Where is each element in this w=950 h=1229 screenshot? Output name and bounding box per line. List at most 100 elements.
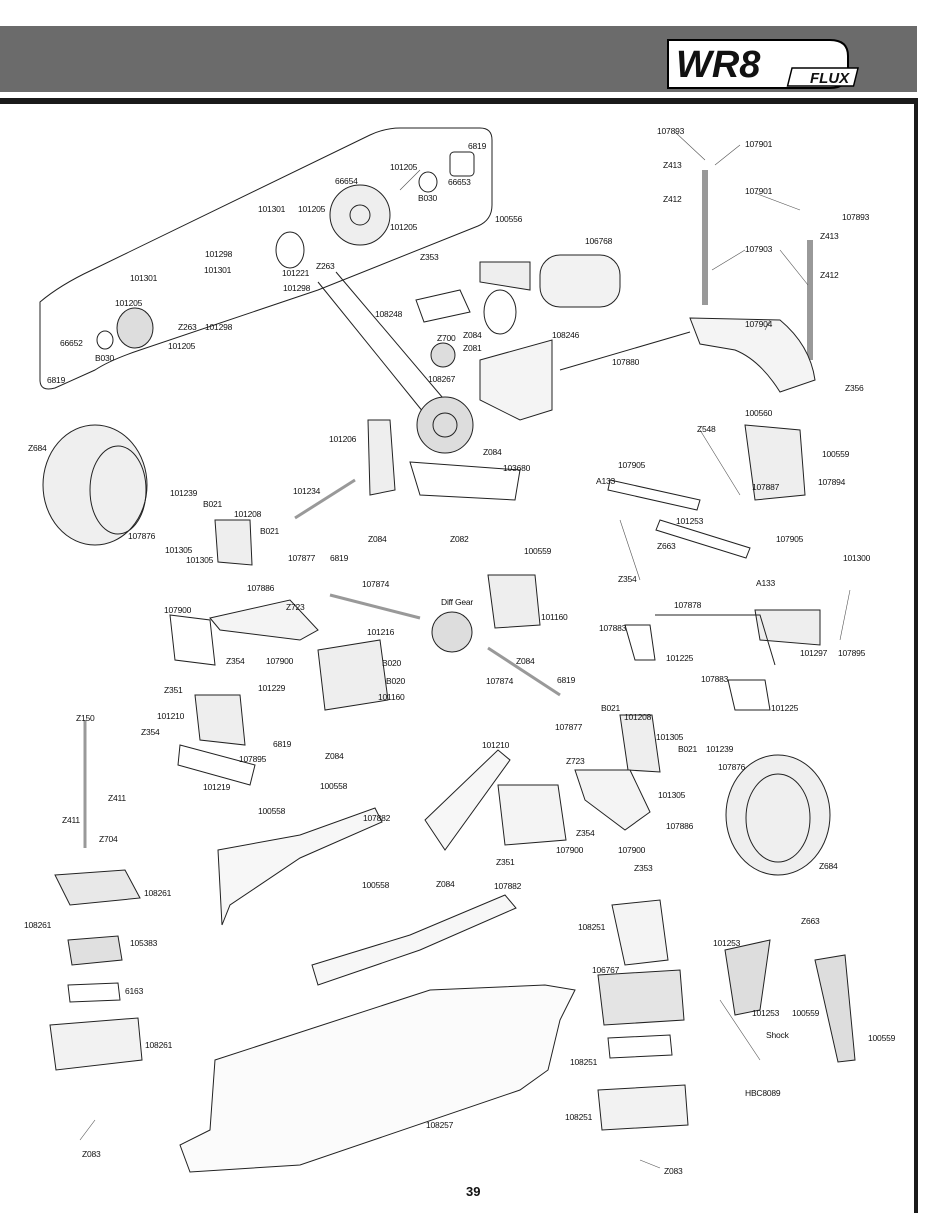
part-callout-label: 108261 xyxy=(144,888,172,898)
part-callout-label: Z150 xyxy=(76,713,95,723)
part-callout-label: Z263 xyxy=(316,261,335,271)
part-callout-label: 107877 xyxy=(288,553,316,563)
side-guard-107882-left xyxy=(217,807,383,926)
part-callout-label: Z411 xyxy=(108,793,126,803)
center-diff-inset-frame xyxy=(39,127,493,390)
svg-text:FLUX: FLUX xyxy=(810,70,850,87)
part-callout-label: 101206 xyxy=(329,434,357,444)
center-diff-assembly xyxy=(416,396,474,454)
part-callout-label: B030 xyxy=(95,353,115,363)
part-callout-label: 6163 xyxy=(125,986,144,996)
part-callout-label: 107901 xyxy=(745,139,773,149)
part-callout-label: 101239 xyxy=(170,488,198,498)
spur-gear-66654 xyxy=(329,184,391,246)
part-callout-label: 107905 xyxy=(776,534,804,544)
part-callout-label: Z084 xyxy=(516,656,535,666)
part-callout-label: Z684 xyxy=(28,443,47,453)
part-callout-label: Z353 xyxy=(634,863,653,873)
part-callout-label: 101208 xyxy=(624,712,652,722)
part-callout-label: 101253 xyxy=(676,516,704,526)
part-callout-label: 107887 xyxy=(752,482,780,492)
part-callout-label: Z412 xyxy=(820,270,839,280)
chassis-plate-108257 xyxy=(179,984,576,1173)
part-callout-label: Z081 xyxy=(463,343,482,353)
part-callout-label: 101305 xyxy=(186,555,214,565)
part-callout-label: 101225 xyxy=(771,703,799,713)
receiver-105383 xyxy=(67,935,123,966)
part-callout-label: Z084 xyxy=(325,751,344,761)
part-callout-label: Z411 xyxy=(62,815,80,825)
part-callout-label: 6819 xyxy=(557,675,576,685)
part-callout-label: 108257 xyxy=(426,1120,454,1130)
page-number: 39 xyxy=(466,1184,481,1199)
part-callout-label: 101205 xyxy=(298,204,326,214)
part-callout-label: 107874 xyxy=(486,676,514,686)
part-callout-label: 108267 xyxy=(428,374,456,384)
part-callout-label: Z704 xyxy=(99,834,118,844)
part-callout-label: 101301 xyxy=(130,273,158,283)
part-callout-label: B020 xyxy=(382,658,402,668)
part-callout-label: Z548 xyxy=(697,424,716,434)
part-callout-label: Z082 xyxy=(450,534,469,544)
shock-left xyxy=(724,939,771,1016)
part-callout-label: 6819 xyxy=(330,553,349,563)
part-callout-label: 100560 xyxy=(745,408,773,418)
part-callout-label: Z413 xyxy=(820,231,839,241)
part-callout-label: 101300 xyxy=(843,553,871,563)
part-callout-label: 103680 xyxy=(503,463,531,473)
part-callout-label: Z663 xyxy=(801,916,820,926)
part-callout-label: Z354 xyxy=(576,828,595,838)
part-callout-label: 100558 xyxy=(362,880,390,890)
part-callout-label: 101205 xyxy=(168,341,196,351)
part-callout-label: 66654 xyxy=(335,176,358,186)
part-callout-label: 101298 xyxy=(205,249,233,259)
part-callout-label: Z263 xyxy=(178,322,197,332)
receiver-box-lid-108261 xyxy=(54,869,141,906)
part-callout-label: 108251 xyxy=(565,1112,593,1122)
part-callout-label: 107882 xyxy=(363,813,391,823)
part-callout-label: 107882 xyxy=(494,881,522,891)
part-callout-label: 108246 xyxy=(552,330,580,340)
part-callout-label: 66652 xyxy=(60,338,83,348)
part-callout-label: 101216 xyxy=(367,627,395,637)
part-callout-label: 107895 xyxy=(239,754,267,764)
wheel-right xyxy=(725,754,831,876)
part-callout-label: 108251 xyxy=(578,922,606,932)
part-callout-label: B021 xyxy=(203,499,223,509)
svg-text:WR8: WR8 xyxy=(676,44,761,86)
part-callout-label: Z354 xyxy=(141,727,160,737)
part-callout-label: 108251 xyxy=(570,1057,598,1067)
part-callout-label: 101298 xyxy=(205,322,233,332)
part-callout-label: Diff Gear xyxy=(441,597,474,607)
part-callout-label: 6819 xyxy=(468,141,487,151)
part-callout-label: 101221 xyxy=(282,268,310,278)
part-callout-label: 107903 xyxy=(745,244,773,254)
part-callout-label: Z084 xyxy=(483,447,502,457)
part-callout-label: 101210 xyxy=(157,711,185,721)
part-callout-label: 101253 xyxy=(752,1008,780,1018)
part-callout-label: 107877 xyxy=(555,722,583,732)
part-callout-label: 101234 xyxy=(293,486,321,496)
part-callout-label: 107904 xyxy=(745,319,773,329)
part-callout-label: 101297 xyxy=(800,648,828,658)
wr8-flux-logo: WR8 FLUX xyxy=(667,39,859,89)
part-callout-label: 107895 xyxy=(838,648,866,658)
part-callout-label: Z700 xyxy=(437,333,456,343)
part-callout-label: Shock xyxy=(766,1030,789,1040)
part-callout-label: 101301 xyxy=(258,204,286,214)
motor-106768 xyxy=(539,254,621,308)
part-callout-label: 107878 xyxy=(674,600,702,610)
part-callout-label: 107874 xyxy=(362,579,390,589)
part-callout-label: 107876 xyxy=(128,531,156,541)
part-callout-label: 101160 xyxy=(541,612,568,622)
part-callout-label: HBC8089 xyxy=(745,1088,781,1098)
part-callout-label: Z083 xyxy=(82,1149,101,1159)
part-callout-label: Z353 xyxy=(420,252,439,262)
part-callout-label: 101219 xyxy=(203,782,231,792)
part-callout-label: 107883 xyxy=(599,623,627,633)
part-callout-label: B020 xyxy=(386,676,406,686)
part-callout-label: 107894 xyxy=(818,477,846,487)
part-callout-label: Z684 xyxy=(819,861,838,871)
part-callout-label: 107900 xyxy=(266,656,294,666)
